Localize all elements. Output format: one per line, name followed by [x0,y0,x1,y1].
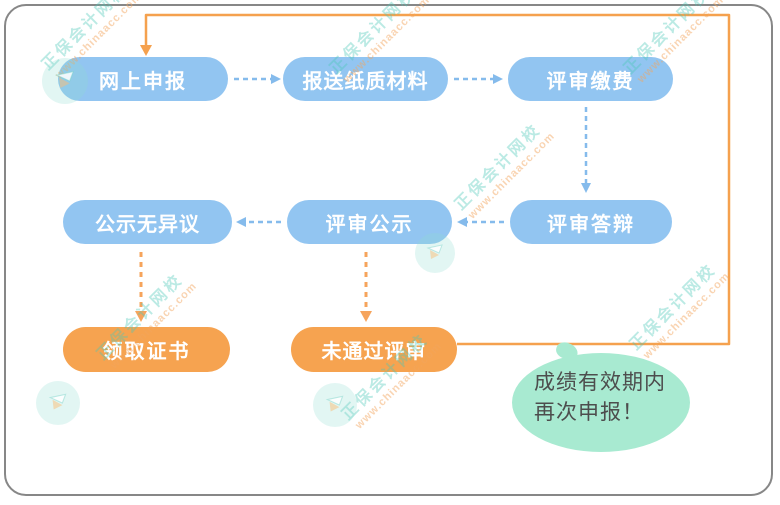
node-review-defense: 评审答辩 [510,200,672,244]
node-submit-materials: 报送纸质材料 [283,57,448,101]
callout-text: 成绩有效期内 再次申报！ [534,367,674,428]
node-receive-certificate: 领取证书 [63,327,230,372]
node-review-publicity: 评审公示 [287,200,452,244]
loop-arrowhead-icon [140,45,152,56]
diagram-border [4,4,773,496]
arrow-apply-to-materials-head-icon [271,74,281,84]
node-online-apply: 网上申报 [58,57,228,101]
arrow-publicity-to-failed-head-icon [360,311,372,322]
callout-text-line2: 再次申报！ [534,400,644,425]
arrow-noobjection-to-certificate-head-icon [135,311,147,322]
arrow-publicity-to-noobjection-head-icon [236,217,246,227]
loop-line-failed-to-apply [144,13,731,346]
callout-bubble: 成绩有效期内 再次申报！ [512,353,690,452]
callout-text-line1: 成绩有效期内 [534,370,666,394]
arrow-defense-to-publicity-head-icon [457,217,467,227]
node-failed-review: 未通过评审 [291,327,457,372]
node-review-payment: 评审缴费 [508,57,673,101]
arrow-payment-to-defense-head-icon [581,183,591,193]
arrow-materials-to-payment-head-icon [493,74,503,84]
node-publicity-no-objection: 公示无异议 [63,200,232,244]
